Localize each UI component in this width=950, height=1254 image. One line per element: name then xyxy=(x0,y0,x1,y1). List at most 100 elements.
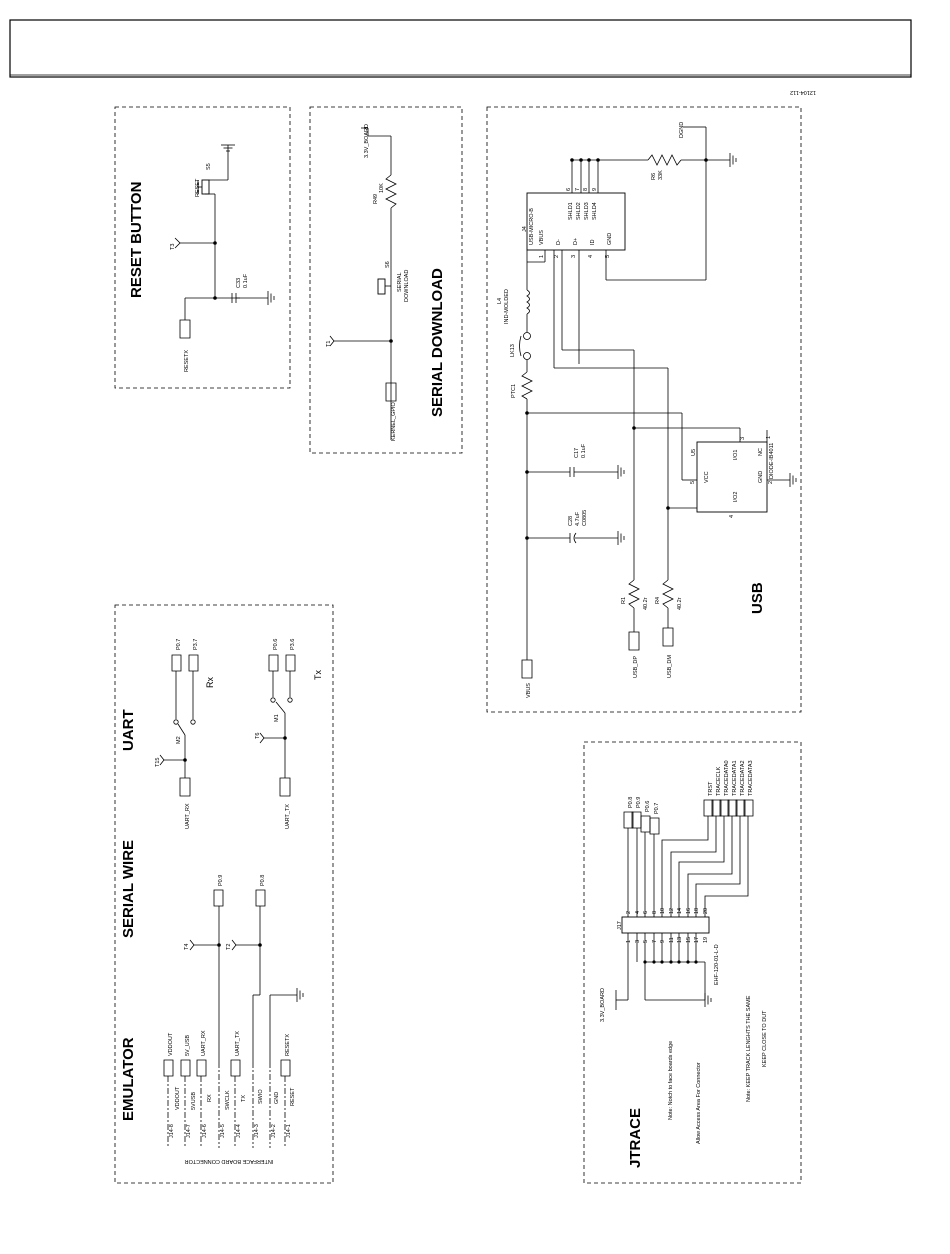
svg-text:C28: C28 xyxy=(568,516,574,526)
svg-text:KERNEL_GPIO: KERNEL_GPIO xyxy=(391,401,397,441)
vbus-port xyxy=(521,659,533,679)
svg-text:EHF-120-01-L-D: EHF-120-01-L-D xyxy=(714,944,720,985)
svg-text:VDDOUT: VDDOUT xyxy=(168,1032,174,1056)
svg-text:SHLD4: SHLD4 xyxy=(592,202,598,220)
svg-text:P0.9: P0.9 xyxy=(218,875,224,886)
lk13-link xyxy=(523,332,531,340)
p0-9-port xyxy=(213,889,224,907)
svg-text:USB_DP: USB_DP xyxy=(633,656,639,678)
svg-text:9: 9 xyxy=(660,940,666,943)
svg-text:PTC1: PTC1 xyxy=(511,384,517,398)
svg-text:R4: R4 xyxy=(655,597,661,604)
svg-text:L4: L4 xyxy=(497,298,503,304)
svg-text:4: 4 xyxy=(588,255,594,258)
svg-text:M2: M2 xyxy=(176,736,182,744)
svg-text:0.1uF: 0.1uF xyxy=(581,443,587,458)
r6-resistor xyxy=(647,154,682,166)
svg-text:1: 1 xyxy=(626,940,632,943)
svg-text:3.3V_BOARD: 3.3V_BOARD xyxy=(364,124,370,158)
svg-text:J17: J17 xyxy=(617,921,623,930)
svg-text:J14-2: J14-2 xyxy=(271,1124,277,1138)
svg-text:UART_RX: UART_RX xyxy=(185,803,191,829)
svg-text:C0805: C0805 xyxy=(582,510,588,526)
svg-text:P0.8: P0.8 xyxy=(628,797,634,808)
svg-text:IND-MOLDED: IND-MOLDED xyxy=(504,289,510,324)
resetx-port xyxy=(179,319,191,339)
svg-text:R49: R49 xyxy=(373,194,379,204)
svg-text:SHLD2: SHLD2 xyxy=(576,202,582,220)
svg-text:P0.9: P0.9 xyxy=(636,797,642,808)
svg-text:17: 17 xyxy=(694,937,700,943)
svg-text:ID: ID xyxy=(590,239,596,245)
svg-text:20: 20 xyxy=(703,908,709,914)
jtrace-p0-7-port xyxy=(649,817,660,835)
svg-text:J14-3: J14-3 xyxy=(254,1124,260,1138)
usb-dm-port xyxy=(662,627,674,647)
svg-text:J14-7: J14-7 xyxy=(186,1124,192,1138)
svg-text:5: 5 xyxy=(605,255,611,258)
uart-tx-port xyxy=(279,777,291,797)
kernel-gpio-port xyxy=(385,382,397,402)
svg-text:S6: S6 xyxy=(385,261,391,268)
svg-text:Note: KEEP TRACK LENGHTS THE S: Note: KEEP TRACK LENGHTS THE SAME xyxy=(746,995,752,1102)
svg-text:6: 6 xyxy=(643,911,649,914)
svg-text:14: 14 xyxy=(677,908,683,914)
svg-text:TRACEDATA1: TRACEDATA1 xyxy=(732,760,738,796)
svg-text:RESET: RESET xyxy=(195,178,201,197)
svg-text:10K: 10K xyxy=(379,183,385,193)
svg-text:RESET: RESET xyxy=(290,1087,296,1106)
svg-text:6: 6 xyxy=(566,188,572,191)
s6-switch xyxy=(377,278,386,295)
svg-text:J14-6: J14-6 xyxy=(202,1124,208,1138)
figure-id: 12104-112 xyxy=(790,89,816,95)
svg-text:0.1uF: 0.1uF xyxy=(243,273,249,288)
svg-text:GND: GND xyxy=(607,233,613,245)
svg-text:P0.7: P0.7 xyxy=(176,639,182,650)
svg-text:RESETX: RESETX xyxy=(285,1034,291,1056)
svg-text:LK13: LK13 xyxy=(510,344,516,357)
uart-title: UART xyxy=(120,709,137,751)
p0-8-port xyxy=(255,889,266,907)
svg-text:15: 15 xyxy=(686,937,692,943)
jtrace-section: JTRACE J17 EHF-120-01-L-D 3.3V_BOARD 2 4… xyxy=(583,741,802,1184)
svg-text:7: 7 xyxy=(652,940,658,943)
svg-text:TRACEDATA3: TRACEDATA3 xyxy=(748,760,754,796)
svg-text:5VUSB: 5VUSB xyxy=(191,1092,197,1110)
svg-text:SERIAL: SERIAL xyxy=(397,272,403,292)
svg-text:VBUS: VBUS xyxy=(526,683,532,698)
svg-text:GND: GND xyxy=(274,1092,280,1104)
serial-wire-title: SERIAL WIRE xyxy=(120,840,137,938)
svg-text:TRACECLK: TRACECLK xyxy=(716,766,722,796)
svg-text:4: 4 xyxy=(729,515,735,518)
svg-text:2: 2 xyxy=(554,255,560,258)
svg-text:P0.6: P0.6 xyxy=(645,801,651,812)
svg-text:J14-4: J14-4 xyxy=(236,1124,242,1138)
l4-inductor xyxy=(526,289,530,315)
svg-text:T4: T4 xyxy=(184,944,190,950)
svg-text:P3.7: P3.7 xyxy=(193,639,199,650)
svg-text:P3.6: P3.6 xyxy=(290,639,296,650)
svg-text:P0.7: P0.7 xyxy=(654,803,660,814)
svg-text:GND: GND xyxy=(758,471,764,483)
svg-text:Note: Notch to face boards edg: Note: Notch to face boards edge xyxy=(668,1041,674,1120)
svg-text:9: 9 xyxy=(592,188,598,191)
svg-text:C17: C17 xyxy=(574,448,580,458)
svg-text:3: 3 xyxy=(571,255,577,258)
j17-connector xyxy=(621,916,710,934)
svg-text:T6: T6 xyxy=(255,733,261,739)
resetx-emu-port xyxy=(280,1059,291,1077)
svg-text:S5: S5 xyxy=(206,163,212,170)
p3-6-port xyxy=(285,654,296,672)
svg-text:J4: J4 xyxy=(522,226,528,232)
svg-text:40.2r: 40.2r xyxy=(643,597,649,610)
u5-protection-ic xyxy=(696,441,768,513)
p3-7-port xyxy=(188,654,199,672)
svg-text:KEEP CLOSE TO DUT: KEEP CLOSE TO DUT xyxy=(762,1010,768,1067)
svg-text:SWCLK: SWCLK xyxy=(225,1090,231,1110)
p0-6-port xyxy=(268,654,279,672)
svg-text:M1: M1 xyxy=(274,714,280,722)
svg-text:7: 7 xyxy=(575,188,581,191)
svg-text:RX: RX xyxy=(207,1094,213,1102)
usb-title: USB xyxy=(749,582,766,614)
